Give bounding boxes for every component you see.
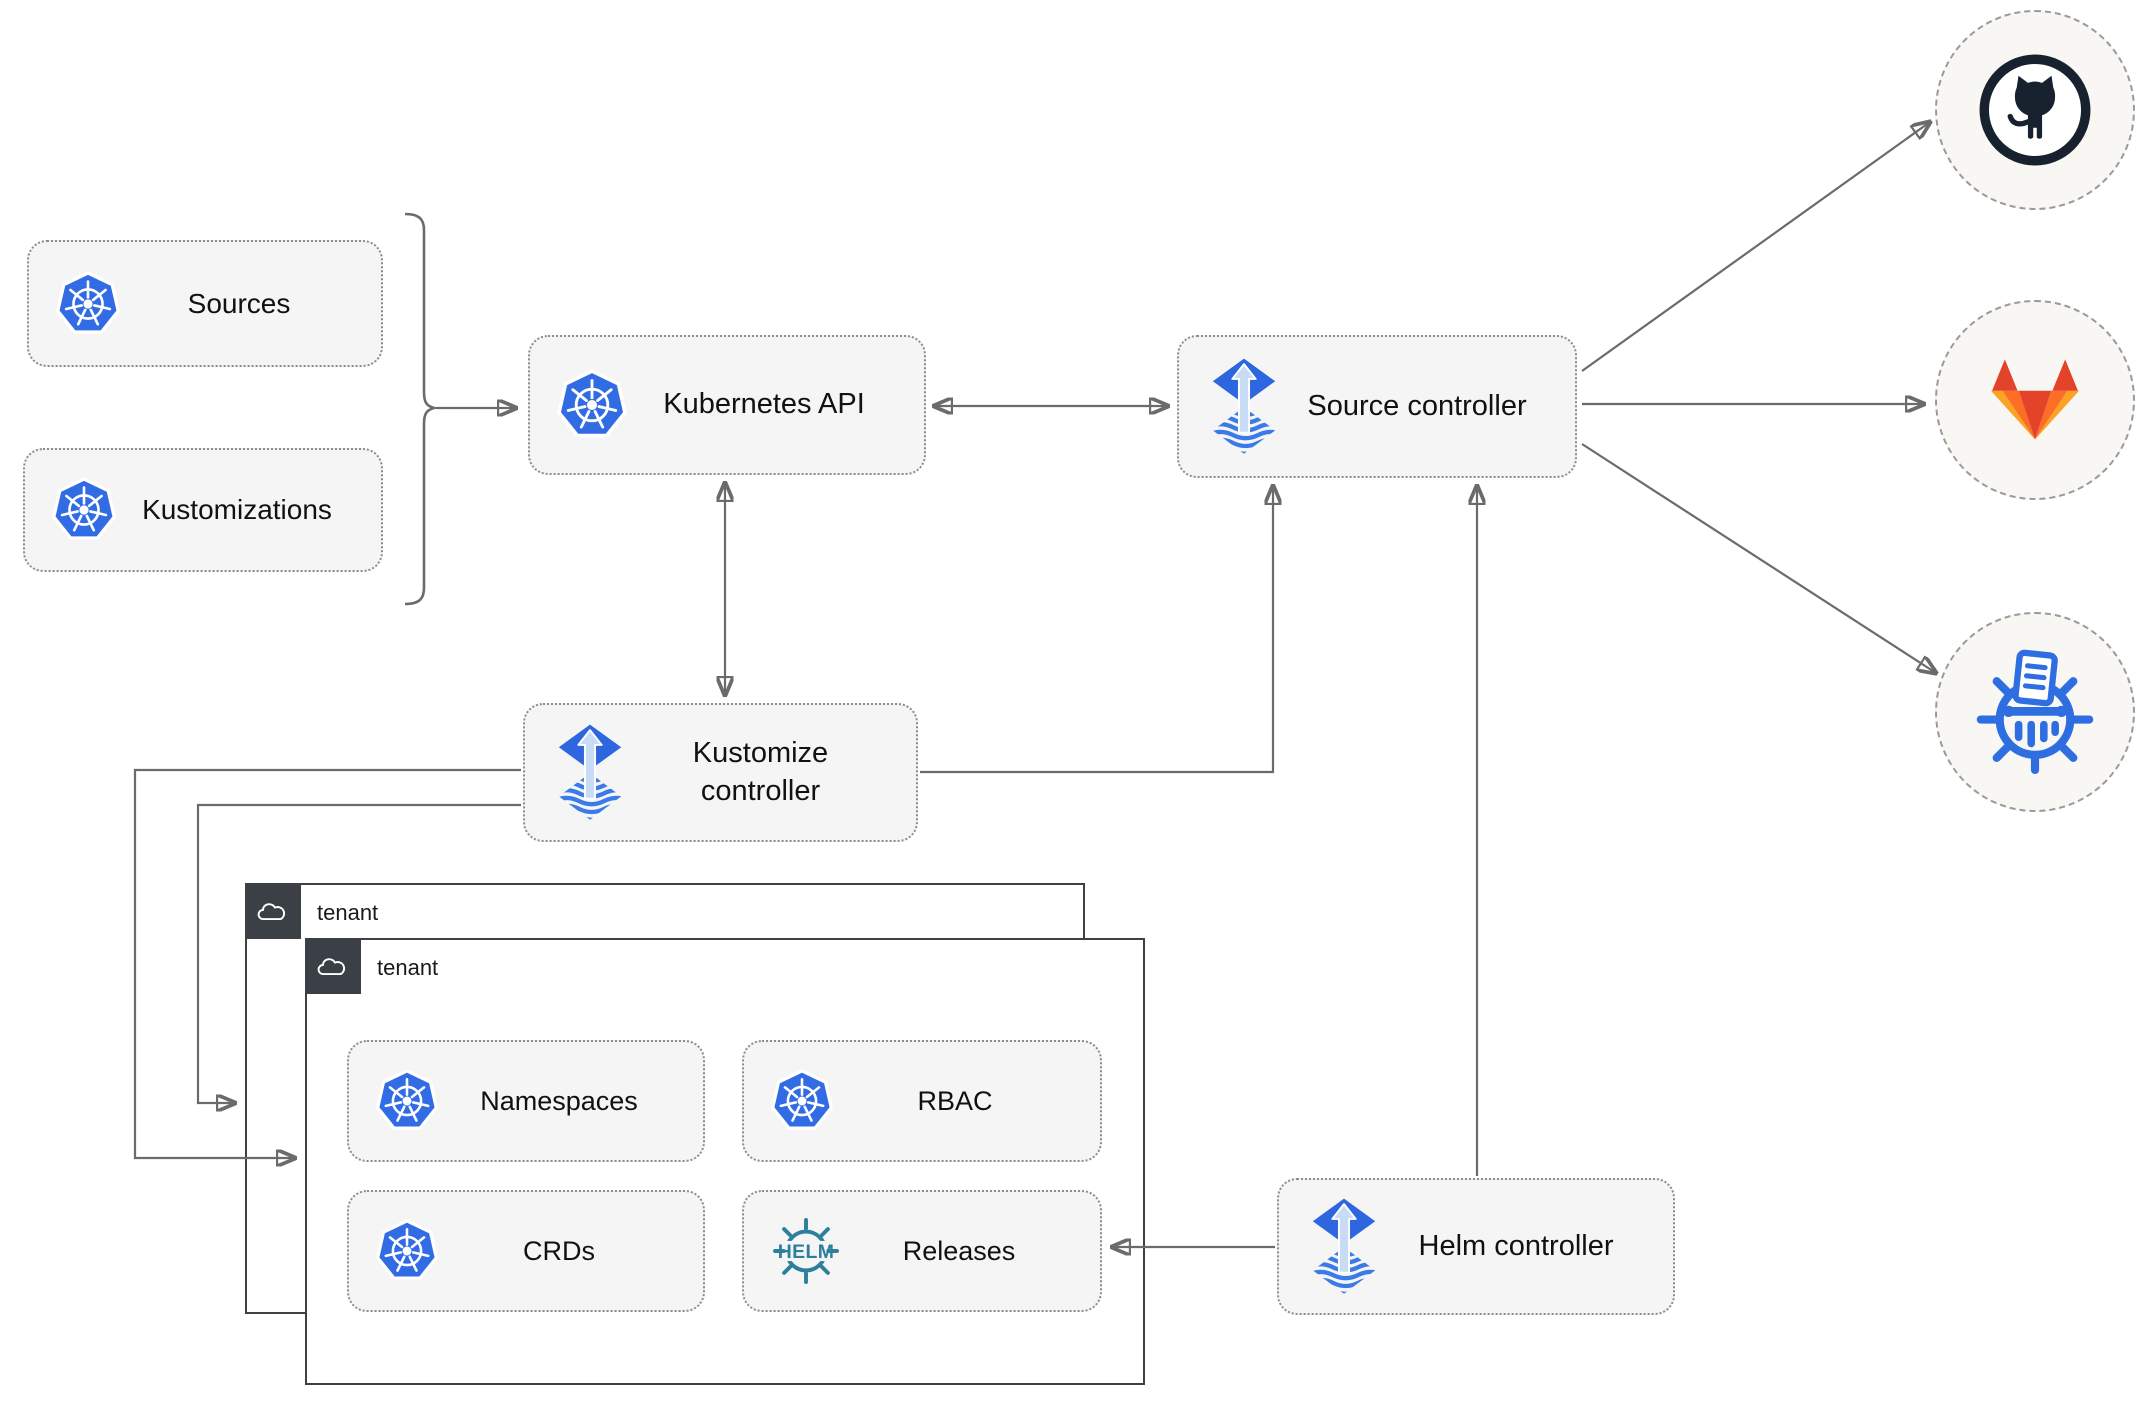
node-sources: Sources	[27, 240, 383, 367]
node-label: Helm controller	[1418, 1229, 1614, 1262]
tenant-group-front: tenant Namespaces RBAC CRDs Releases	[305, 938, 1145, 1385]
kubernetes-icon	[375, 1219, 439, 1283]
gitlab-icon	[1977, 342, 2093, 458]
node-label: Source controller	[1307, 389, 1527, 422]
wire-kustomize-controller-source-controller	[920, 486, 1273, 774]
wire-source-controller-bucket	[1581, 443, 1936, 673]
tenant-label: tenant	[317, 900, 379, 925]
kubernetes-icon	[375, 1069, 439, 1133]
node-kubernetes-api: Kubernetes API	[528, 335, 926, 475]
wire-source-controller-github	[1581, 122, 1930, 372]
kubernetes-icon	[556, 369, 628, 441]
endpoint-gitlab	[1935, 300, 2135, 500]
helm-icon	[770, 1215, 842, 1287]
node-label: Namespaces	[480, 1085, 638, 1116]
github-icon	[1976, 51, 2094, 169]
kubernetes-icon	[51, 477, 117, 543]
node-label: Kubernetes API	[663, 388, 865, 421]
node-helm-controller: Helm controller	[1277, 1178, 1675, 1315]
node-label: Sources	[187, 287, 291, 319]
cloud-icon	[245, 883, 301, 939]
flux-icon	[1305, 1197, 1383, 1297]
kubernetes-icon	[55, 271, 121, 337]
node-kustomize-controller: Kustomize controller	[523, 703, 918, 842]
bucket-shredder-icon	[1972, 649, 2098, 775]
node-label: CRDs	[523, 1235, 595, 1266]
node-label: RBAC	[917, 1085, 993, 1116]
node-namespaces: Namespaces	[347, 1040, 705, 1162]
endpoint-github	[1935, 10, 2135, 210]
flux-icon	[1205, 357, 1283, 457]
endpoint-bucket	[1935, 612, 2135, 812]
node-label: Kustomize controller	[692, 737, 829, 807]
node-label: Releases	[902, 1235, 1016, 1266]
cloud-icon	[305, 938, 361, 994]
node-releases: Releases	[742, 1190, 1102, 1312]
node-kustomizations: Kustomizations	[23, 448, 383, 572]
brace-sources-kustomizations	[404, 212, 439, 606]
node-rbac: RBAC	[742, 1040, 1102, 1162]
node-crds: CRDs	[347, 1190, 705, 1312]
kubernetes-icon	[770, 1069, 834, 1133]
flux-icon	[551, 723, 629, 823]
node-source-controller: Source controller	[1177, 335, 1577, 478]
tenant-label: tenant	[377, 955, 439, 980]
node-label: Kustomizations	[142, 494, 332, 526]
